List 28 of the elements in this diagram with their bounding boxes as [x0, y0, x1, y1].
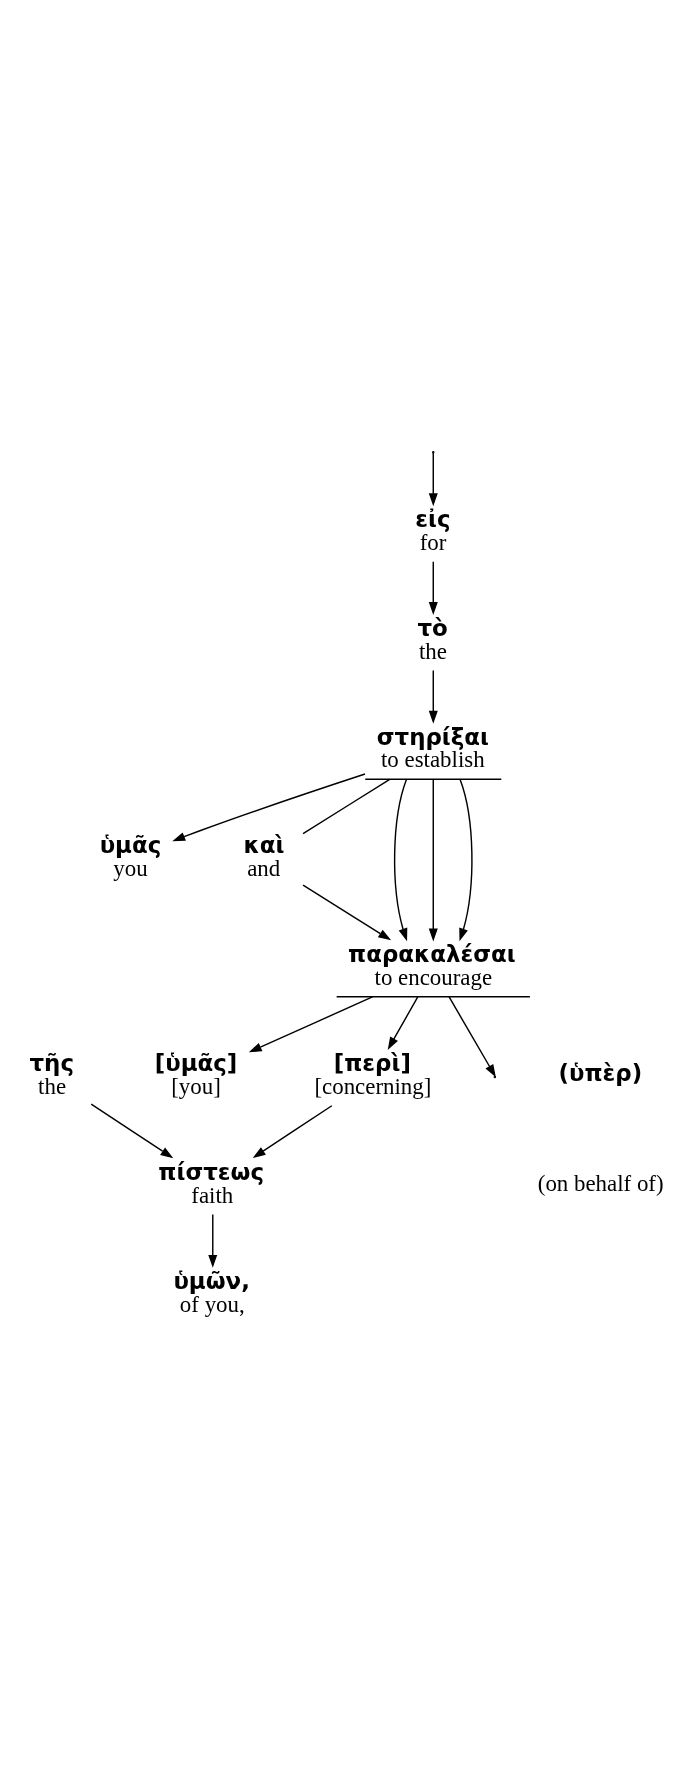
node-text: παρακαλέσαι to encourage: [348, 941, 516, 991]
arrow: [90, 1103, 174, 1159]
connector: [302, 778, 391, 835]
label: (ὑπὲρ): [558, 1060, 643, 1087]
arrow: [428, 778, 438, 942]
node-text: τὸ the: [417, 614, 448, 664]
arrow: [248, 996, 374, 1053]
arrow: [393, 778, 408, 942]
node-text: καὶ and: [243, 832, 285, 882]
node-text: εἰς for: [415, 505, 451, 555]
arrow: [448, 996, 496, 1078]
arrow: [208, 1213, 218, 1268]
arrow: [459, 778, 473, 942]
node-text: [περὶ] [concerning]: [314, 1050, 432, 1099]
label: (on behalf of): [537, 1171, 664, 1197]
arrow: [172, 773, 366, 842]
arrow: [302, 884, 392, 941]
arrow: [428, 452, 438, 507]
node-text: ὑμᾶς you: [99, 832, 162, 882]
arrow: [387, 996, 419, 1050]
arrow: [252, 1105, 333, 1159]
arrow: [428, 560, 438, 615]
node-text: πίστεως faith: [158, 1158, 265, 1208]
node-text: ὑμῶν, of you,: [173, 1267, 250, 1317]
node-text: στηρίξαι to establish: [376, 723, 489, 773]
node-text: [ὑμᾶς] [you]: [154, 1050, 238, 1099]
arrow: [428, 669, 438, 724]
node-text: τῆς the: [29, 1050, 74, 1099]
